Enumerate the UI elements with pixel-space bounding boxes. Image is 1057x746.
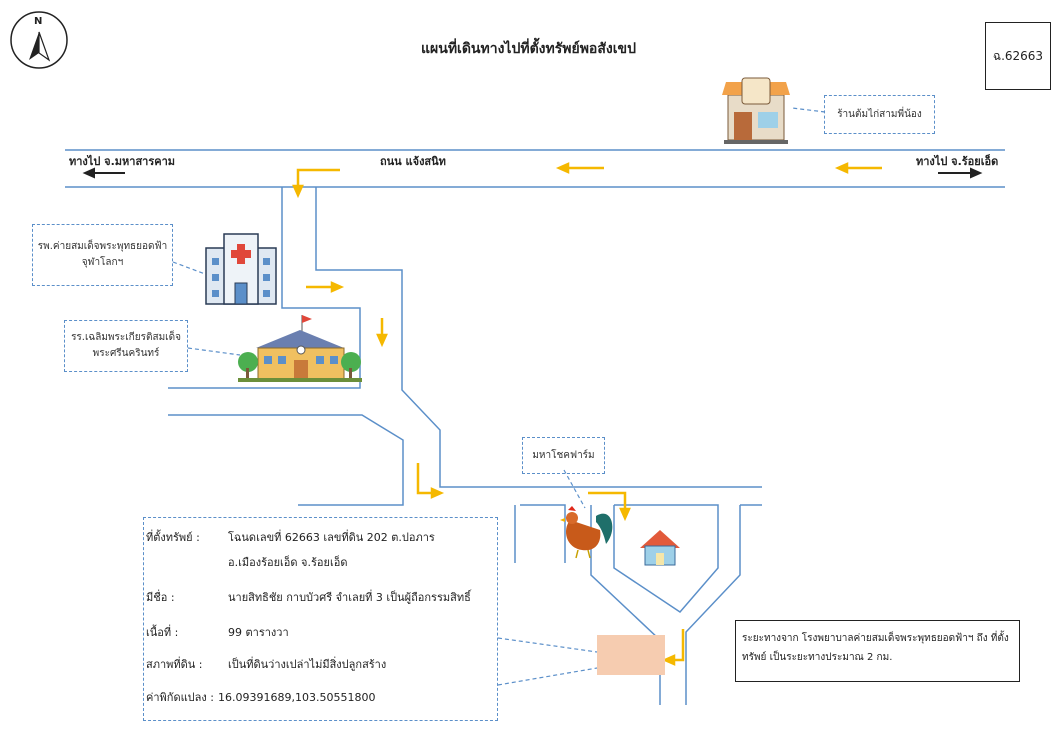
case-code-box: ฉ.62663 <box>985 22 1051 90</box>
owner-label: มีชื่อ : <box>146 591 175 604</box>
farm-callout: มหาโชคฟาร์ม <box>522 437 605 474</box>
hospital-callout-connector <box>172 261 206 275</box>
direction-right-label: ทางไป จ.ร้อยเอ็ด <box>916 155 999 168</box>
property-info-box: ที่ตั้งทรัพย์ : โฉนดเลขที่ 62663 เลขที่ดิ… <box>143 517 498 721</box>
lower-road-bottom-edge <box>520 504 566 563</box>
lower-road-left-edge <box>168 414 404 506</box>
direction-left-label: ทางไป จ.มหาสารคาม <box>69 155 176 168</box>
hospital-callout: รพ.ค่ายสมเด็จพระพุทธยอดฟ้า จุฬาโลกฯ <box>32 224 173 286</box>
map-title: แผนที่เดินทางไปที่ตั้งทรัพย์พอสังเขป <box>421 41 636 57</box>
school-callout: รร.เฉลิมพระเกียรติสมเด็จ พระศรีนครินทร์ <box>64 320 188 372</box>
condition-row: สภาพที่ดิน : เป็นที่ดินว่างเปล่าไม่มีสิ่ง… <box>146 655 386 673</box>
location-label: ที่ตั้งทรัพย์ : <box>146 531 200 544</box>
shop-callout-connector <box>791 107 826 113</box>
owner-value: นายสิทธิชัย กาบบัวศรี จำเลยที่ 3 เป็นผู้… <box>228 591 471 604</box>
house-icon <box>640 530 680 566</box>
compass: N <box>9 10 69 70</box>
arrow-left-road-head <box>82 167 95 179</box>
school-callout-connector <box>187 347 241 356</box>
route-arrow-3 <box>296 168 340 188</box>
distance-note-box: ระยะทางจาก โรงพยาบาลค่ายสมเด็จพระพุทธยอด… <box>735 620 1020 682</box>
info-callout-connector-2 <box>497 667 598 686</box>
info-callout-connector-1 <box>497 637 598 653</box>
compass-north-label: N <box>34 16 43 27</box>
condition-label: สภาพที่ดิน : <box>146 658 203 671</box>
distance-note-line-1: ระยะทางจาก โรงพยาบาลค่ายสมเด็จพระพุทธยอด… <box>742 633 1009 644</box>
school-label-line-2: พระศรีนครินทร์ <box>92 348 160 359</box>
target-parcel <box>597 635 665 675</box>
shop-label: ร้านต้มไก่สามพี่น้อง <box>837 108 922 120</box>
arrow-right-road-head <box>970 167 983 179</box>
school-label-line-1: รร.เฉลิมพระเกียรติสมเด็จ <box>71 332 181 343</box>
y-road-inner <box>613 504 719 613</box>
farm-callout-connector <box>563 469 586 509</box>
area-label: เนื้อที่ : <box>146 626 179 639</box>
case-code: ฉ.62663 <box>992 48 1044 63</box>
area-value: 99 ตารางวา <box>228 626 289 639</box>
hospital-label-line-1: รพ.ค่ายสมเด็จพระพุทธยอดฟ้า <box>37 241 168 252</box>
rooster-icon <box>560 506 613 559</box>
condition-value: เป็นที่ดินว่างเปล่าไม่มีสิ่งปลูกสร้าง <box>228 658 387 671</box>
route-arrow-7 <box>588 491 627 511</box>
compass-icon <box>10 11 68 69</box>
area-row: เนื้อที่ : 99 ตารางวา <box>146 623 289 641</box>
hospital-label-line-2: จุฬาโลกฯ <box>81 257 124 268</box>
location-value: โฉนดเลขที่ 62663 เลขที่ดิน 202 ต.ปอภาร <box>228 531 435 544</box>
route-arrow-8 <box>672 629 685 662</box>
farm-label: มหาโชคฟาร์ม <box>532 449 595 461</box>
school-icon <box>238 315 362 382</box>
side-road-right-edge <box>315 187 762 488</box>
owner-row: มีชื่อ : นายสิทธิชัย กาบบัวศรี จำเลยที่ 3… <box>146 588 471 606</box>
coords-row: ค่าพิกัดแปลง :16.09391689,103.50551800 <box>146 688 375 706</box>
location-row: ที่ตั้งทรัพย์ : โฉนดเลขที่ 62663 เลขที่ดิ… <box>146 528 435 546</box>
distance-note-line-2: ทรัพย์ เป็นระยะทางประมาณ 2 กม. <box>742 652 893 663</box>
route-arrow-6 <box>416 463 434 495</box>
y-road-outer-right <box>685 505 741 705</box>
coords-value: 16.09391689,103.50551800 <box>217 691 376 704</box>
side-road-left-edge <box>168 187 361 389</box>
shop-icon <box>722 77 790 144</box>
shop-callout: ร้านต้มไก่สามพี่น้อง <box>824 95 935 134</box>
coords-label: ค่าพิกัดแปลง : <box>146 691 214 704</box>
location-row-2: อ.เมืองร้อยเอ็ด จ.ร้อยเอ็ด <box>146 553 347 571</box>
hospital-icon <box>205 233 277 305</box>
location-value-2: อ.เมืองร้อยเอ็ด จ.ร้อยเอ็ด <box>228 556 348 569</box>
road-name-label: ถนน แจ้งสนิท <box>380 155 446 168</box>
